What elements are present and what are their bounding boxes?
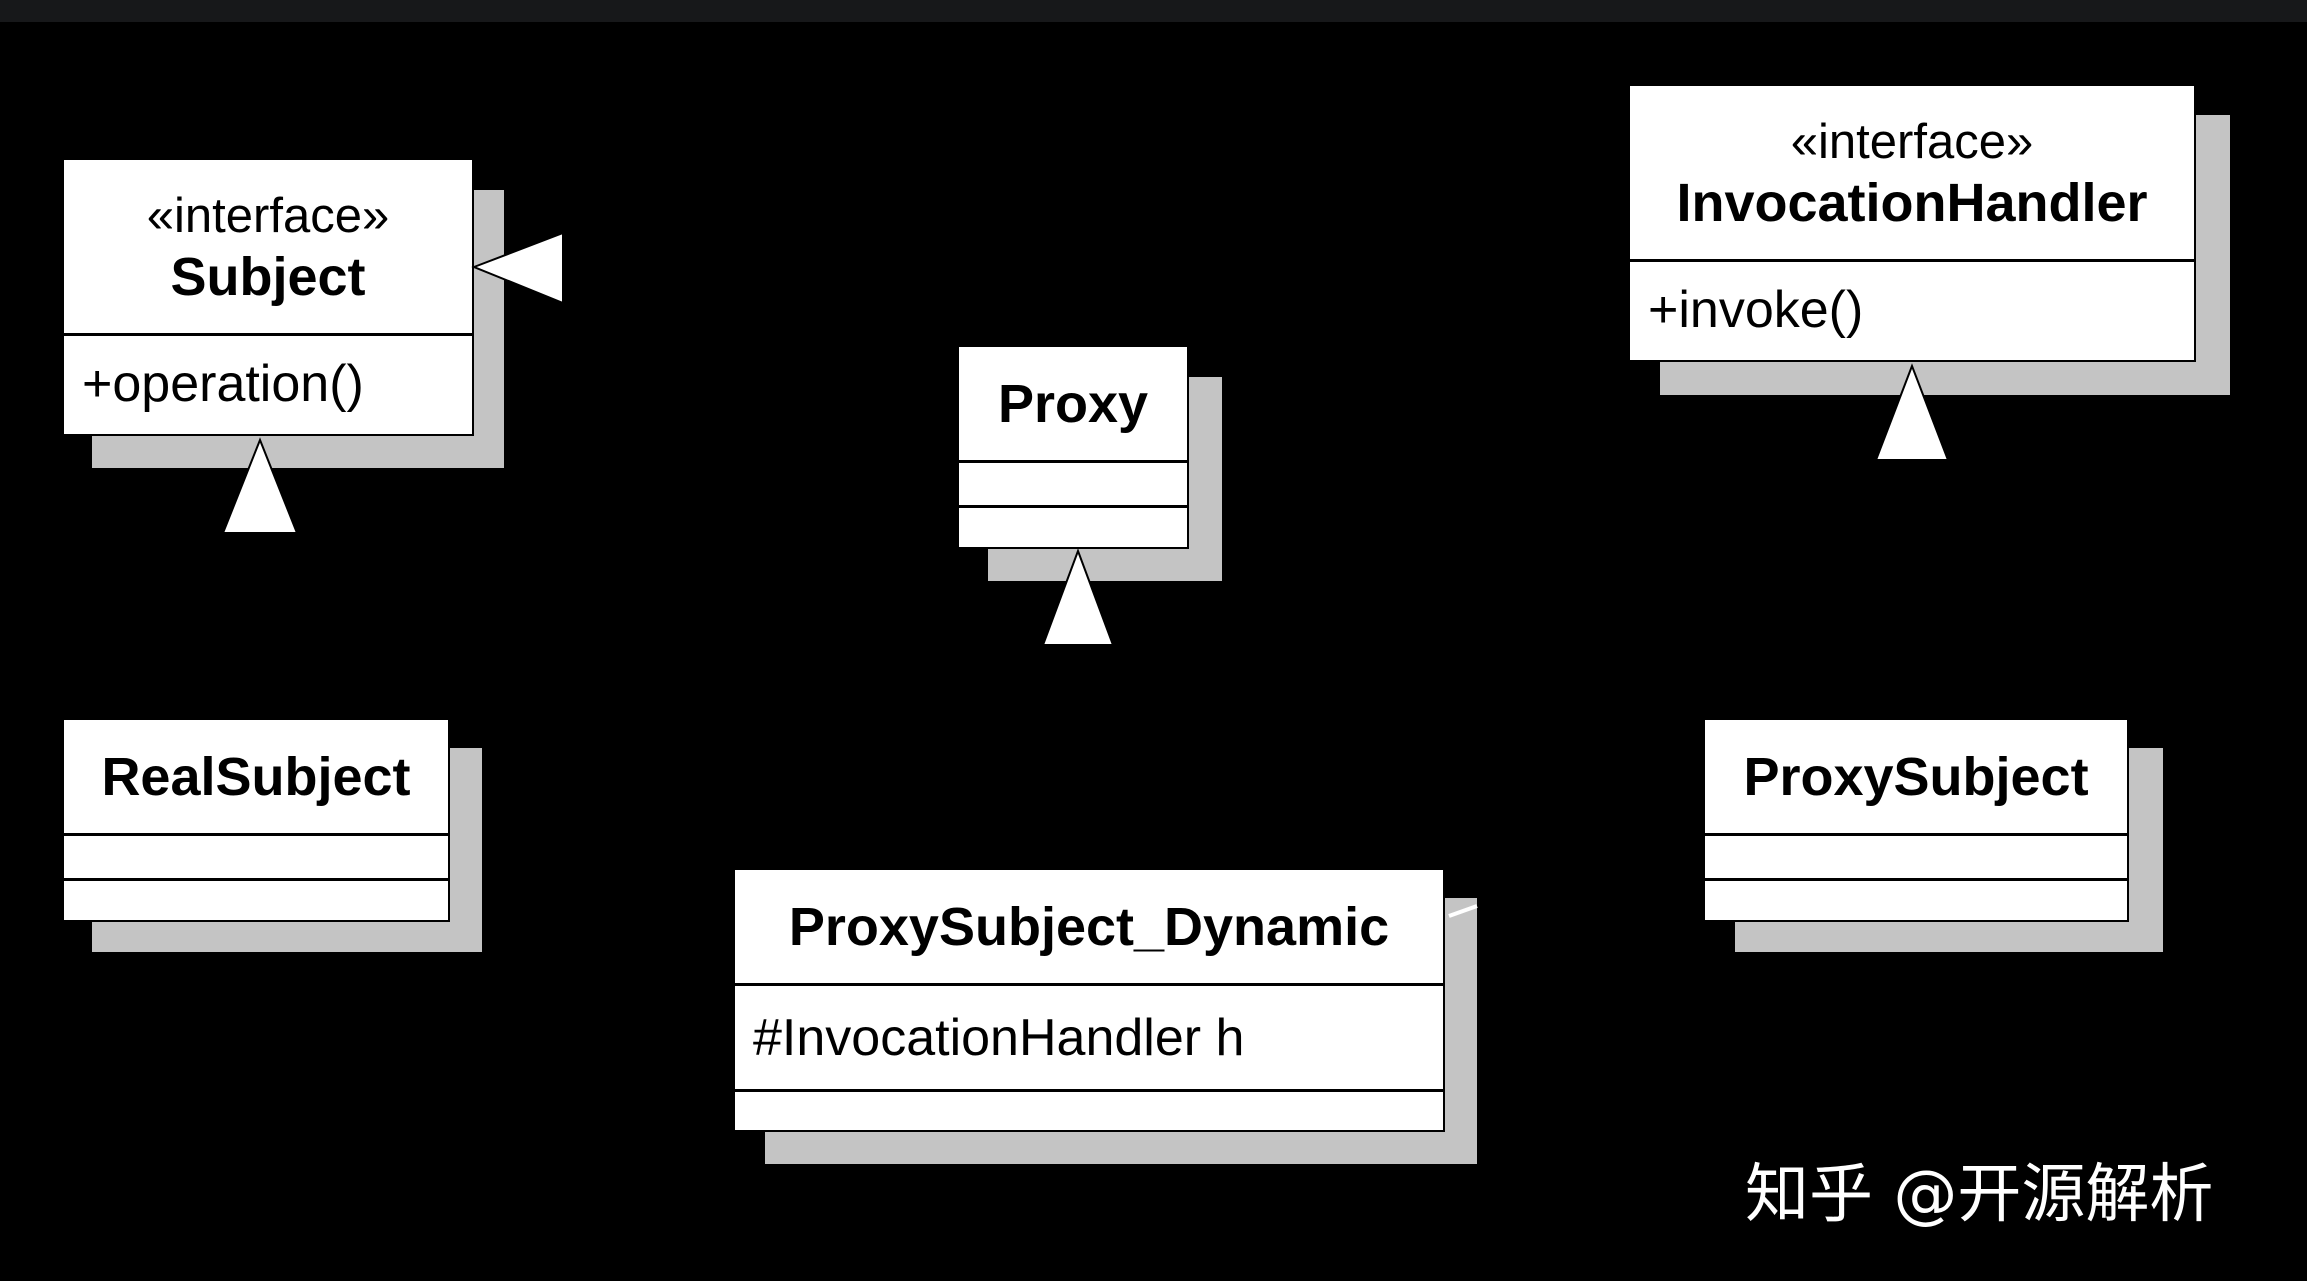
proxy-arrowhead-up	[1041, 548, 1115, 646]
proxy-name: Proxy	[997, 373, 1149, 434]
proxy-subject-dynamic-header: ProxySubject_Dynamic	[735, 870, 1443, 986]
invocation-handler-operation: +invoke()	[1648, 281, 1864, 339]
real-subject-attributes	[64, 836, 448, 881]
invocation-handler-arrowhead-up	[1874, 363, 1950, 461]
subject-arrowhead-up	[221, 437, 299, 534]
top-bar	[0, 0, 2307, 22]
proxy-subject-header: ProxySubject	[1705, 720, 2127, 836]
proxy-subject-dynamic-name: ProxySubject_Dynamic	[788, 896, 1390, 957]
invocation-handler-stereotype: «interface»	[1790, 114, 2034, 169]
invocation-handler-header: «interface» InvocationHandler	[1630, 86, 2194, 262]
subject-stereotype: «interface»	[146, 188, 390, 243]
proxy-subject-attributes	[1705, 836, 2127, 881]
real-subject-class-box[interactable]: RealSubject	[62, 718, 450, 922]
invocation-handler-class-box[interactable]: «interface» InvocationHandler +invoke()	[1628, 84, 2196, 362]
subject-name: Subject	[170, 246, 366, 307]
proxy-class-box[interactable]: Proxy	[957, 345, 1189, 549]
watermark: 知乎 @开源解析	[1745, 1158, 2214, 1232]
proxy-subject-dynamic-attribute: #InvocationHandler h	[735, 986, 1443, 1092]
proxy-subject-name: ProxySubject	[1743, 746, 2089, 807]
subject-header: «interface» Subject	[64, 160, 472, 336]
proxy-subject-class-box[interactable]: ProxySubject	[1703, 718, 2129, 922]
real-subject-name: RealSubject	[101, 746, 411, 807]
subject-operation: +operation()	[82, 355, 364, 413]
subject-class-box[interactable]: «interface» Subject +operation()	[62, 158, 474, 436]
proxy-header: Proxy	[959, 347, 1187, 463]
association-line-stub	[1448, 904, 1478, 918]
real-subject-header: RealSubject	[64, 720, 448, 836]
proxy-subject-dynamic-class-box[interactable]: ProxySubject_Dynamic #InvocationHandler …	[733, 868, 1445, 1132]
proxy-attributes	[959, 463, 1187, 508]
subject-arrowhead-left	[471, 231, 564, 305]
invocation-handler-name: InvocationHandler	[1676, 172, 2148, 233]
